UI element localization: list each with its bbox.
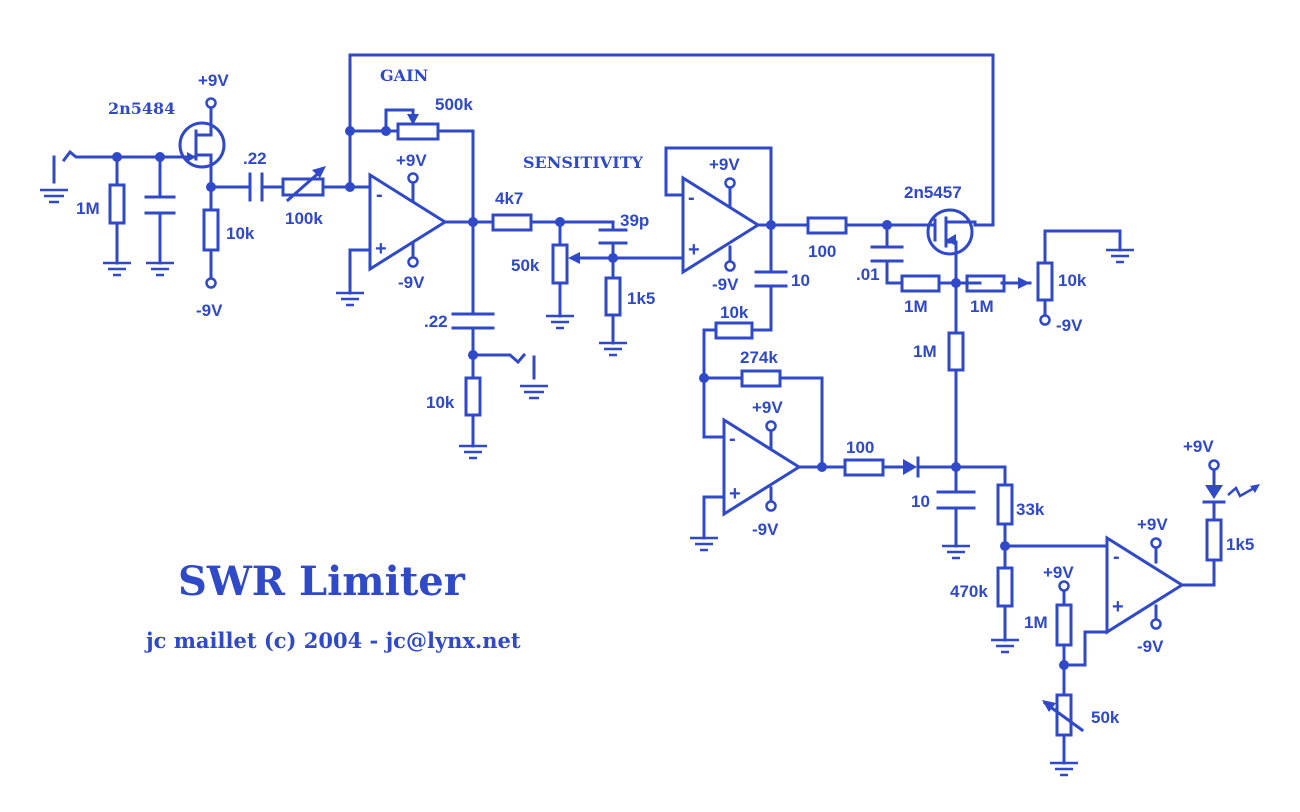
resistor-label: 10k: [720, 303, 749, 322]
opamp-pin-label: -: [688, 187, 695, 209]
resistor-label: 470k: [950, 582, 988, 601]
resistors: [108, 114, 1223, 737]
resistor-label: 10k: [226, 224, 255, 243]
supply-label: -9V: [712, 275, 739, 294]
supply-label: +9V: [198, 71, 229, 90]
capacitor-label: .22: [243, 149, 267, 168]
resistor-label: 100: [808, 242, 836, 261]
opamp-4-comparator: [1105, 536, 1184, 634]
opamp-pin-label: -: [376, 184, 383, 206]
supply-label: -9V: [1056, 316, 1083, 335]
resistor-label: 1M: [970, 297, 994, 316]
opamp-pin-label: +: [729, 483, 741, 505]
supply-label: +9V: [709, 155, 740, 174]
junctions: [112, 126, 1069, 670]
supply-label: -9V: [1137, 637, 1164, 656]
resistor-label: 1M: [913, 342, 937, 361]
capacitors: [144, 172, 976, 510]
page-title: SWR Limiter: [178, 558, 466, 605]
jfet-limiter: [926, 208, 977, 264]
resistor-label: 1M: [1024, 613, 1048, 632]
opamp-pin-label: -: [1113, 546, 1120, 568]
opamp-pin-label: +: [375, 238, 387, 260]
jfet-limiter-label: 2n5457: [904, 183, 962, 202]
capacitor-label: 10: [791, 271, 810, 290]
supply-label: +9V: [1183, 437, 1214, 456]
supply-label: +9V: [396, 151, 427, 170]
resistor-label: 10k: [426, 393, 455, 412]
supply-label: +9V: [1137, 515, 1168, 534]
opamp-pin-label: +: [1112, 596, 1124, 618]
pot-label: 100k: [285, 209, 323, 228]
capacitor-label: .01: [856, 265, 880, 284]
gain-label: GAIN: [380, 66, 428, 85]
pot-label: 50k: [511, 256, 540, 275]
resistor-label: 33k: [1016, 500, 1045, 519]
led: [1202, 484, 1260, 504]
supply-label: -9V: [752, 520, 779, 539]
grounds: [101, 240, 1136, 777]
pot-label: 10k: [1058, 271, 1087, 290]
labels: 2n5484 +9V -9V 1M .22 10k 100k GAIN 500k…: [76, 66, 1254, 727]
supply-label: +9V: [752, 398, 783, 417]
supply-label: -9V: [196, 301, 223, 320]
jfet-input-label: 2n5484: [108, 99, 175, 118]
supply-label: -9V: [398, 273, 425, 292]
resistor-label: 4k7: [495, 189, 523, 208]
opamp-pin-label: +: [688, 239, 700, 261]
resistor-label: 1k5: [1226, 535, 1254, 554]
jfet-input: [178, 121, 226, 169]
opamp-pin-label: -: [729, 428, 736, 450]
credit-line: jc maillet (c) 2004 - jc@lynx.net: [144, 628, 521, 653]
supply-terminals: [205, 97, 1220, 630]
capacitor-label: 10: [911, 492, 930, 511]
resistor-label: 1M: [76, 199, 100, 218]
pot-label: 500k: [435, 95, 473, 114]
supply-label: +9V: [1043, 563, 1074, 582]
resistor-label: 1M: [904, 297, 928, 316]
capacitor-label: 39p: [620, 211, 649, 230]
resistor-label: 100: [846, 438, 874, 457]
pot-label: 50k: [1091, 708, 1120, 727]
sensitivity-label: SENSITIVITY: [523, 153, 644, 172]
capacitor-label: .22: [424, 312, 448, 331]
resistor-label: 274k: [740, 348, 778, 367]
resistor-label: 1k5: [627, 289, 655, 308]
diode: [903, 456, 920, 478]
